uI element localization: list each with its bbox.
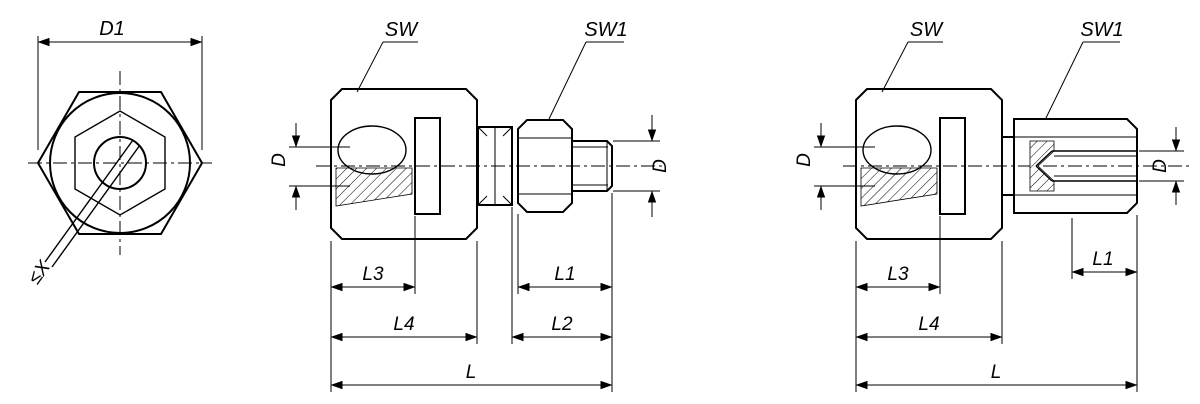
dim-d1 bbox=[37, 36, 203, 150]
leader-sw1 bbox=[548, 41, 624, 120]
internal-thread-view: SW SW1 D D bbox=[794, 19, 1190, 392]
dim-label-l2: L2 bbox=[551, 314, 573, 335]
dim-label-d1: D1 bbox=[99, 18, 125, 40]
threaded-stud bbox=[571, 140, 613, 192]
dim-label-d-socket: D bbox=[269, 153, 290, 167]
internal-thread bbox=[1029, 140, 1137, 192]
inner-hexagon bbox=[74, 110, 166, 216]
dim-label-d-thread: D bbox=[650, 159, 671, 173]
dim-label-l: L bbox=[466, 362, 477, 383]
slot-leader bbox=[44, 139, 141, 268]
neck bbox=[1002, 136, 1014, 196]
label-sw1: SW1 bbox=[584, 19, 627, 41]
dim-label-l1: L1 bbox=[554, 264, 575, 285]
bore-circle bbox=[93, 136, 147, 190]
socket-body bbox=[330, 88, 478, 240]
outer-hexagon bbox=[36, 91, 204, 235]
leader-sw1 bbox=[1045, 41, 1120, 119]
female-hex bbox=[1013, 118, 1138, 214]
label-sw: SW bbox=[910, 19, 944, 41]
section-hatch bbox=[860, 167, 938, 207]
extension-lines bbox=[330, 193, 613, 392]
collar bbox=[477, 126, 513, 206]
dim-label-l3: L3 bbox=[362, 264, 384, 285]
dim-label-d-socket: D bbox=[794, 153, 815, 167]
dim-label-l: L bbox=[991, 362, 1002, 383]
inscribed-circle bbox=[49, 92, 191, 234]
ball-socket-opening bbox=[862, 125, 932, 175]
section-hatch bbox=[335, 167, 413, 207]
dim-label-l1: L1 bbox=[1092, 249, 1113, 270]
dim-label-l3: L3 bbox=[887, 264, 909, 285]
external-thread-view: SW SW1 D D bbox=[269, 19, 671, 392]
label-sw: SW bbox=[385, 19, 419, 41]
socket-body bbox=[855, 88, 1003, 240]
hex-nut bbox=[517, 119, 573, 213]
label-sw1: SW1 bbox=[1080, 19, 1123, 41]
dim-label-d-thread: D bbox=[1150, 159, 1171, 173]
dim-d-socket bbox=[814, 123, 875, 210]
dim-d-thread bbox=[613, 115, 660, 217]
dim-label-l4: L4 bbox=[918, 314, 939, 335]
swivel-washer bbox=[939, 117, 966, 215]
swivel-washer bbox=[414, 117, 441, 215]
leader-sw bbox=[356, 41, 418, 93]
dim-label-l4: L4 bbox=[393, 314, 414, 335]
dim-d-thread bbox=[1139, 127, 1184, 205]
extension-lines bbox=[855, 215, 1138, 392]
dim-d-socket bbox=[289, 123, 350, 210]
ball-socket-opening bbox=[337, 125, 407, 175]
leader-sw bbox=[881, 41, 943, 93]
